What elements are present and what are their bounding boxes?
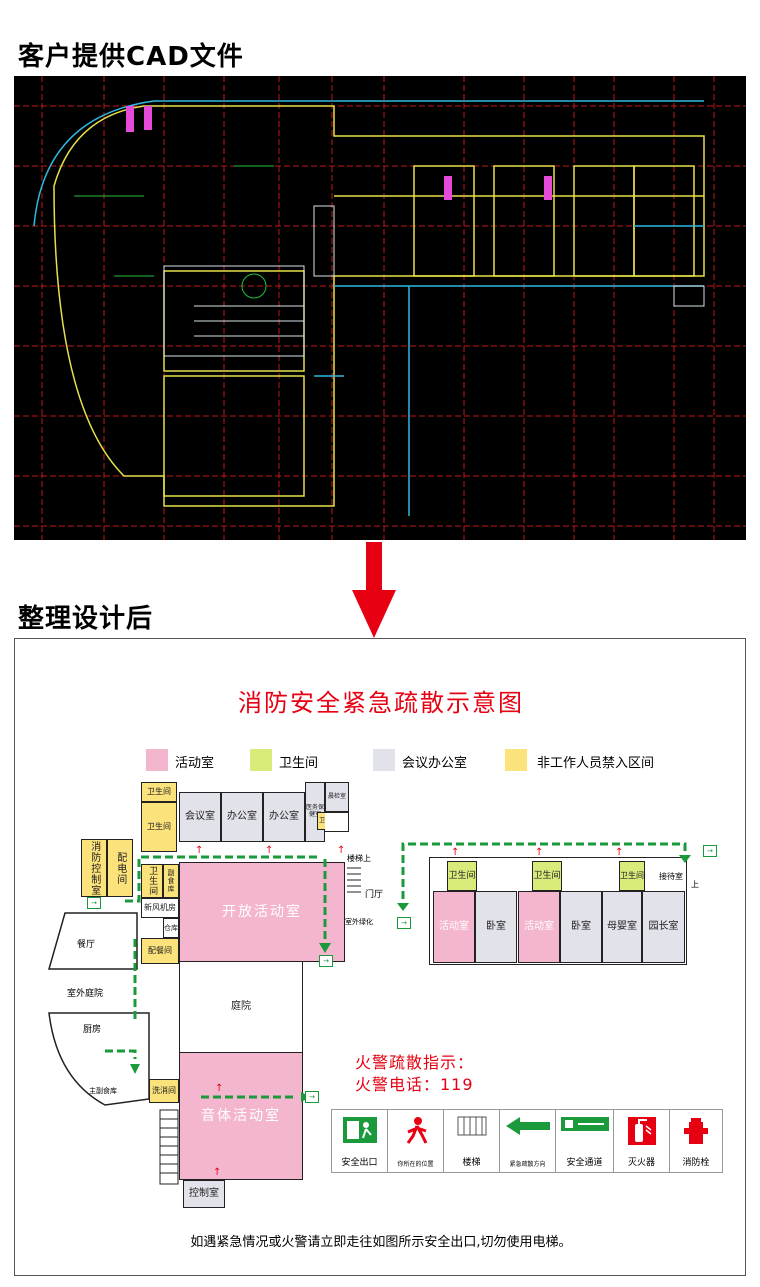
arrow-left-icon <box>505 1117 550 1135</box>
svg-text:↑: ↑ <box>615 847 623 858</box>
room-open-activity: 开放活动室 <box>179 862 345 962</box>
exit-icon: → <box>87 897 101 909</box>
room-activity-2: 活动室 <box>518 891 560 963</box>
room-serving: 配餐间 <box>141 938 179 964</box>
room-wc-top: 卫生间 <box>141 782 177 802</box>
legend-label-office: 会议办公室 <box>402 756 468 771</box>
sign-hydrant: 消防栓 <box>670 1110 722 1172</box>
sign-extinguisher: 灭火器 <box>614 1110 670 1172</box>
legend-label-restricted: 非工作人员禁入区间 <box>537 756 655 771</box>
room-check: 晨检室 <box>325 782 349 812</box>
designed-section-title: 整理设计后 <box>18 604 154 634</box>
svg-text:↑: ↑ <box>451 847 459 858</box>
exit-icon: → <box>319 955 333 967</box>
svg-text:↑: ↑ <box>215 1083 223 1094</box>
exit-icon: → <box>703 845 717 857</box>
legend-swatch-toilet <box>250 749 272 771</box>
stairs-icon <box>159 1109 179 1185</box>
sign-exit: 安全出口 <box>332 1110 388 1172</box>
main-pantry-label: 主副食库 <box>89 1087 117 1095</box>
room-wc-left: 卫生间 <box>141 864 163 898</box>
legend-label-activity: 活动室 <box>175 756 215 771</box>
bottom-note: 如遇紧急情况或火警请立即走往如图所示安全出口,切勿使用电梯。 <box>190 1235 572 1250</box>
safe-passage-icon <box>560 1117 609 1131</box>
legend-swatch-restricted <box>505 749 527 771</box>
room-food-store: 副食库 <box>163 864 179 898</box>
svg-text:↑: ↑ <box>265 845 273 856</box>
fire-instruction: 火警疏散指示： <box>355 1053 475 1072</box>
legend-swatch-office <box>373 749 395 771</box>
room-office-2: 办公室 <box>263 792 305 842</box>
sign-stairs: 楼梯 <box>444 1110 500 1172</box>
hydrant-icon <box>684 1118 708 1144</box>
svg-text:↑: ↑ <box>337 845 345 856</box>
you-are-here-icon <box>406 1117 427 1144</box>
lobby-label: 门厅 <box>365 890 384 900</box>
legend-swatch-activity <box>146 749 168 771</box>
fire-phone: 火警电话：119 <box>355 1075 474 1094</box>
room-wc-top2: 卫生间 <box>141 802 177 852</box>
restaurant-label: 餐厅 <box>77 940 96 950</box>
legend-label-toilet: 卫生间 <box>279 756 319 771</box>
exit-icon: → <box>397 917 411 929</box>
outdoor-courtyard-label: 室外庭院 <box>67 989 104 999</box>
room-fire-control: 消防控制室 <box>81 839 107 897</box>
down-arrow-icon <box>352 542 396 638</box>
sign-legend: 安全出口 你所在的位置 楼梯 紧急疏散方向 安全通道 灭火器 消防栓 <box>331 1109 723 1173</box>
cad-drawing <box>14 76 746 540</box>
evacuation-plan: 消防安全紧急疏散示意图 活动室 卫生间 会议办公室 非工作人员禁入区间 卫生间 … <box>14 638 746 1276</box>
room-r-wc1: 卫生间 <box>447 861 477 891</box>
west-wing-outline <box>48 912 150 1106</box>
room-director: 园长室 <box>642 891 685 963</box>
reception-label: 接待室 <box>659 872 683 881</box>
room-activity-1: 活动室 <box>433 891 475 963</box>
outdoor-green-label: 室外绿化 <box>345 918 373 926</box>
exit-icon: → <box>305 1091 319 1103</box>
cad-section-title: 客户提供CAD文件 <box>18 42 244 72</box>
room-storeroom: 仓库 <box>163 918 179 938</box>
up-label: 上 <box>691 880 699 889</box>
plan-title: 消防安全紧急疏散示意图 <box>238 689 524 717</box>
exit-icon <box>342 1117 377 1143</box>
stairs-icon <box>347 867 361 893</box>
stairs-icon <box>457 1116 486 1136</box>
sign-evacuation-direction: 紧急疏散方向 <box>500 1110 556 1172</box>
room-control: 控制室 <box>183 1180 225 1208</box>
room-office-1: 办公室 <box>221 792 263 842</box>
room-mother: 母婴室 <box>602 891 642 963</box>
room-fresh-air: 新风机房 <box>141 898 179 918</box>
room-wash: 洗消间 <box>149 1079 179 1103</box>
svg-text:↑: ↑ <box>195 845 203 856</box>
room-blank <box>325 812 349 832</box>
room-r-wc3: 卫生间 <box>619 861 645 891</box>
room-music: 音体活动室 <box>179 1052 303 1180</box>
room-power: 配电间 <box>107 839 133 897</box>
kitchen-label: 厨房 <box>83 1025 102 1035</box>
svg-text:↑: ↑ <box>213 1167 221 1178</box>
room-bedroom-2: 卧室 <box>560 891 602 963</box>
stairs-up-label: 楼梯上 <box>347 854 371 863</box>
extinguisher-icon <box>627 1117 656 1145</box>
svg-text:↑: ↑ <box>535 847 543 858</box>
sign-you-are-here: 你所在的位置 <box>388 1110 444 1172</box>
room-r-wc2: 卫生间 <box>532 861 562 891</box>
evacuation-routes: ↑ ↑ ↑ ↑ ↑ ↑ ↑ ↑ <box>105 842 691 1178</box>
room-courtyard: 庭院 <box>179 962 303 1052</box>
room-bedroom-1: 卧室 <box>475 891 517 963</box>
sign-safe-passage: 安全通道 <box>556 1110 614 1172</box>
room-meeting: 会议室 <box>179 792 221 842</box>
